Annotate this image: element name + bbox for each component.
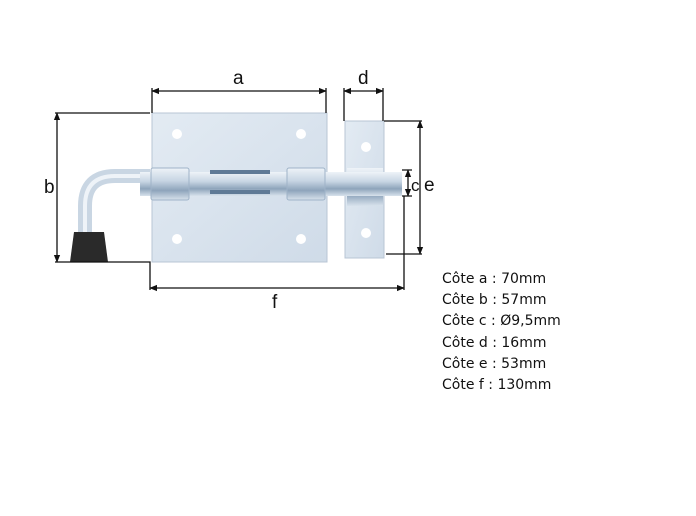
spec-d: Côte d : 16mm (442, 334, 547, 351)
spec-c: Côte c : Ø9,5mm (442, 313, 561, 330)
spec-f: Côte f : 130mm (442, 377, 552, 394)
rubber-cap (70, 232, 108, 262)
dimension-specs-list: Côte a : 70mm Côte b : 57mm Côte c : Ø9,… (442, 269, 561, 396)
dim-label-b: b (44, 177, 55, 198)
dim-label-a: a (233, 68, 244, 89)
dimension-lines (53, 87, 424, 292)
dim-label-d: d (358, 68, 369, 89)
dim-label-c: c (411, 176, 420, 195)
spec-b: Côte b : 57mm (442, 292, 547, 309)
bolt-rod (78, 167, 402, 240)
dim-label-f: f (272, 292, 278, 313)
spec-e: Côte e : 53mm (442, 355, 547, 372)
spec-a: Côte a : 70mm (442, 271, 547, 287)
dim-label-e: e (424, 175, 435, 196)
